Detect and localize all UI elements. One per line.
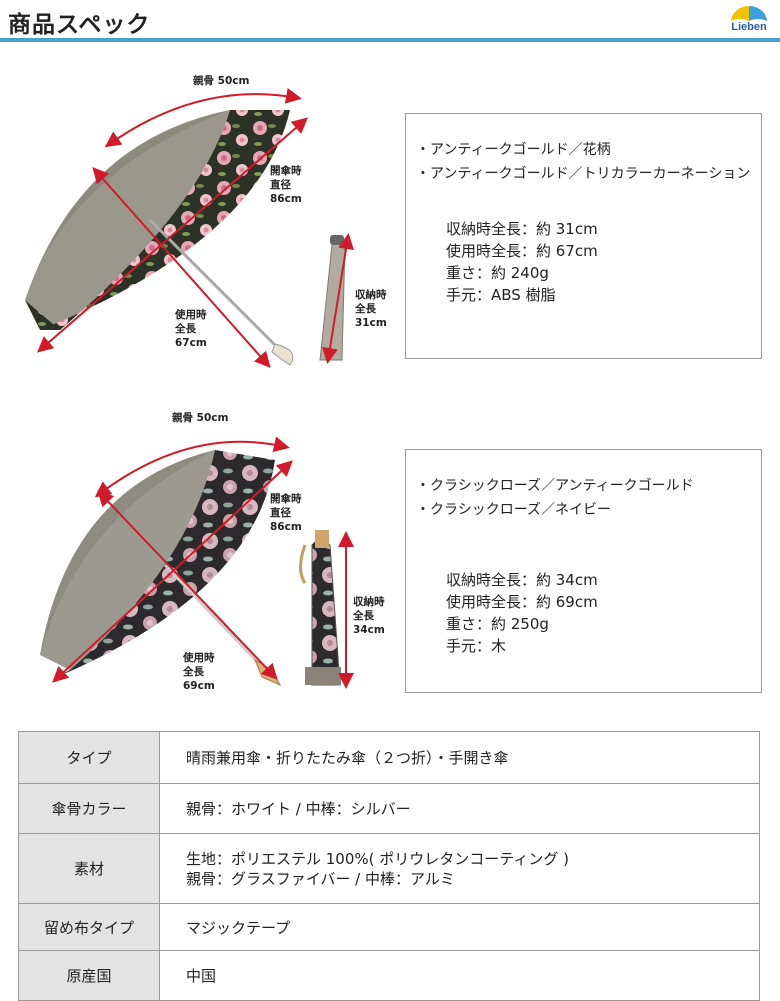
open-diameter-label: 開傘時 直径 86cm [270, 493, 302, 533]
page-title: 商品スペック [8, 12, 151, 38]
umbrella-2-figure: 親骨 50cm 開傘時 直径 86cm 使用時 全長 69cm 収納時 全長 3… [0, 395, 400, 705]
closed-length-label: 収納時 全長 31cm [355, 289, 387, 329]
use-length-label: 使用時 全長 67cm [175, 309, 207, 349]
use-length-label: 使用時 全長 69cm [183, 652, 215, 692]
brand-logo[interactable]: Lieben [722, 2, 776, 36]
umbrella-2-illustration [40, 436, 354, 689]
page-header: 商品スペック Lieben [0, 0, 780, 42]
spec-line: 使用時全長：約 67cm [446, 242, 598, 260]
umbrella-1-figure: 親骨 50cm 開傘時 直径 86cm 使用時 全長 67cm 収納時 全長 3… [0, 60, 400, 380]
spec-line: 収納時全長：約 31cm [446, 220, 598, 238]
row-label: 原産国 [18, 950, 160, 1001]
table-row: タイプ 晴雨兼用傘・折りたたみ傘（２つ折）・手開き傘 [18, 731, 760, 784]
rib-length-label: 親骨 50cm [193, 75, 250, 87]
spec-line: 収納時全長：約 34cm [446, 571, 598, 589]
row-label: 留め布タイプ [18, 903, 160, 951]
rib-length-label: 親骨 50cm [172, 412, 229, 424]
header-divider [0, 38, 780, 42]
row-value-line: 親骨：グラスファイバー / 中棒：アルミ [186, 869, 455, 888]
open-diameter-label: 開傘時 直径 86cm [270, 165, 302, 205]
row-label: タイプ [18, 731, 160, 784]
row-label: 素材 [18, 833, 160, 904]
spec-line: 重さ：約 240g [446, 264, 549, 282]
color-option: ・アンティークゴールド／花柄 [416, 142, 611, 158]
row-value: 親骨：ホワイト / 中棒：シルバー [159, 783, 760, 834]
logo-text: Lieben [731, 21, 767, 33]
color-option: ・クラシックローズ／ネイビー [416, 502, 612, 518]
spec-box-1: ・アンティークゴールド／花柄 ・アンティークゴールド／トリカラーカーネーション … [405, 113, 762, 359]
umbrella-logo-icon [731, 5, 767, 21]
color-option: ・クラシックローズ／アンティークゴールド [416, 478, 694, 494]
spec-box-2: ・クラシックローズ／アンティークゴールド ・クラシックローズ／ネイビー 収納時全… [405, 449, 762, 693]
row-value: 晴雨兼用傘・折りたたみ傘（２つ折）・手開き傘 [159, 731, 760, 784]
row-value: 中国 [159, 950, 760, 1001]
umbrella-1-illustration [25, 87, 354, 368]
spec-line: 重さ：約 250g [446, 615, 549, 633]
row-label: 傘骨カラー [18, 783, 160, 834]
row-value: 生地：ポリエステル 100%( ポリウレタンコーティング ) 親骨：グラスファイ… [159, 833, 760, 904]
table-row: 傘骨カラー 親骨：ホワイト / 中棒：シルバー [18, 783, 760, 834]
spec-line: 手元：木 [446, 637, 507, 655]
closed-length-label: 収納時 全長 34cm [353, 596, 385, 636]
color-option: ・アンティークゴールド／トリカラーカーネーション [416, 166, 751, 182]
table-row: 素材 生地：ポリエステル 100%( ポリウレタンコーティング ) 親骨：グラス… [18, 833, 760, 904]
row-value: マジックテープ [159, 903, 760, 951]
spec-line: 手元：ABS 樹脂 [446, 286, 556, 304]
spec-line: 使用時全長：約 69cm [446, 593, 598, 611]
table-row: 留め布タイプ マジックテープ [18, 903, 760, 951]
row-value-line: 生地：ポリエステル 100%( ポリウレタンコーティング ) [186, 849, 569, 868]
table-row: 原産国 中国 [18, 950, 760, 1001]
spec-table: タイプ 晴雨兼用傘・折りたたみ傘（２つ折）・手開き傘 傘骨カラー 親骨：ホワイト… [18, 731, 760, 1001]
